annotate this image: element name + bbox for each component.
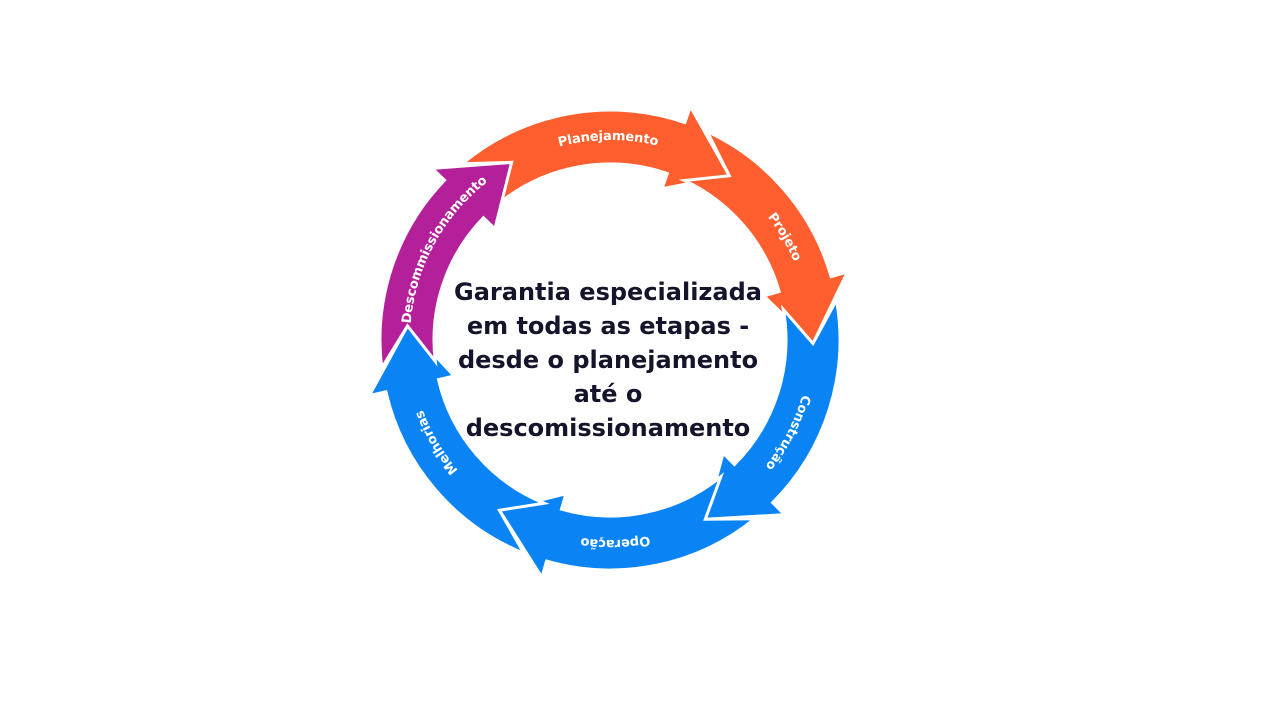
cycle-label-planejamento: Planejamento bbox=[557, 128, 660, 150]
center-line-4: até o bbox=[573, 380, 643, 408]
center-line-2: em todas as etapas - bbox=[466, 312, 750, 340]
cycle-label-operacao: Operação bbox=[579, 533, 651, 552]
center-line-1: Garantia especializada bbox=[454, 278, 762, 306]
cycle-arrow-operacao bbox=[497, 472, 760, 582]
center-line-3: desde o planejamento bbox=[457, 346, 759, 374]
cycle-arrow-descommissionamento bbox=[378, 160, 514, 373]
center-line-5: descomissionamento bbox=[465, 414, 751, 442]
cycle-segment-melhorias: Melhorias bbox=[366, 323, 550, 557]
cycle-segment-operacao: Operação bbox=[497, 472, 760, 582]
center-statement: Garantia especializada em todas as etapa… bbox=[448, 275, 768, 445]
